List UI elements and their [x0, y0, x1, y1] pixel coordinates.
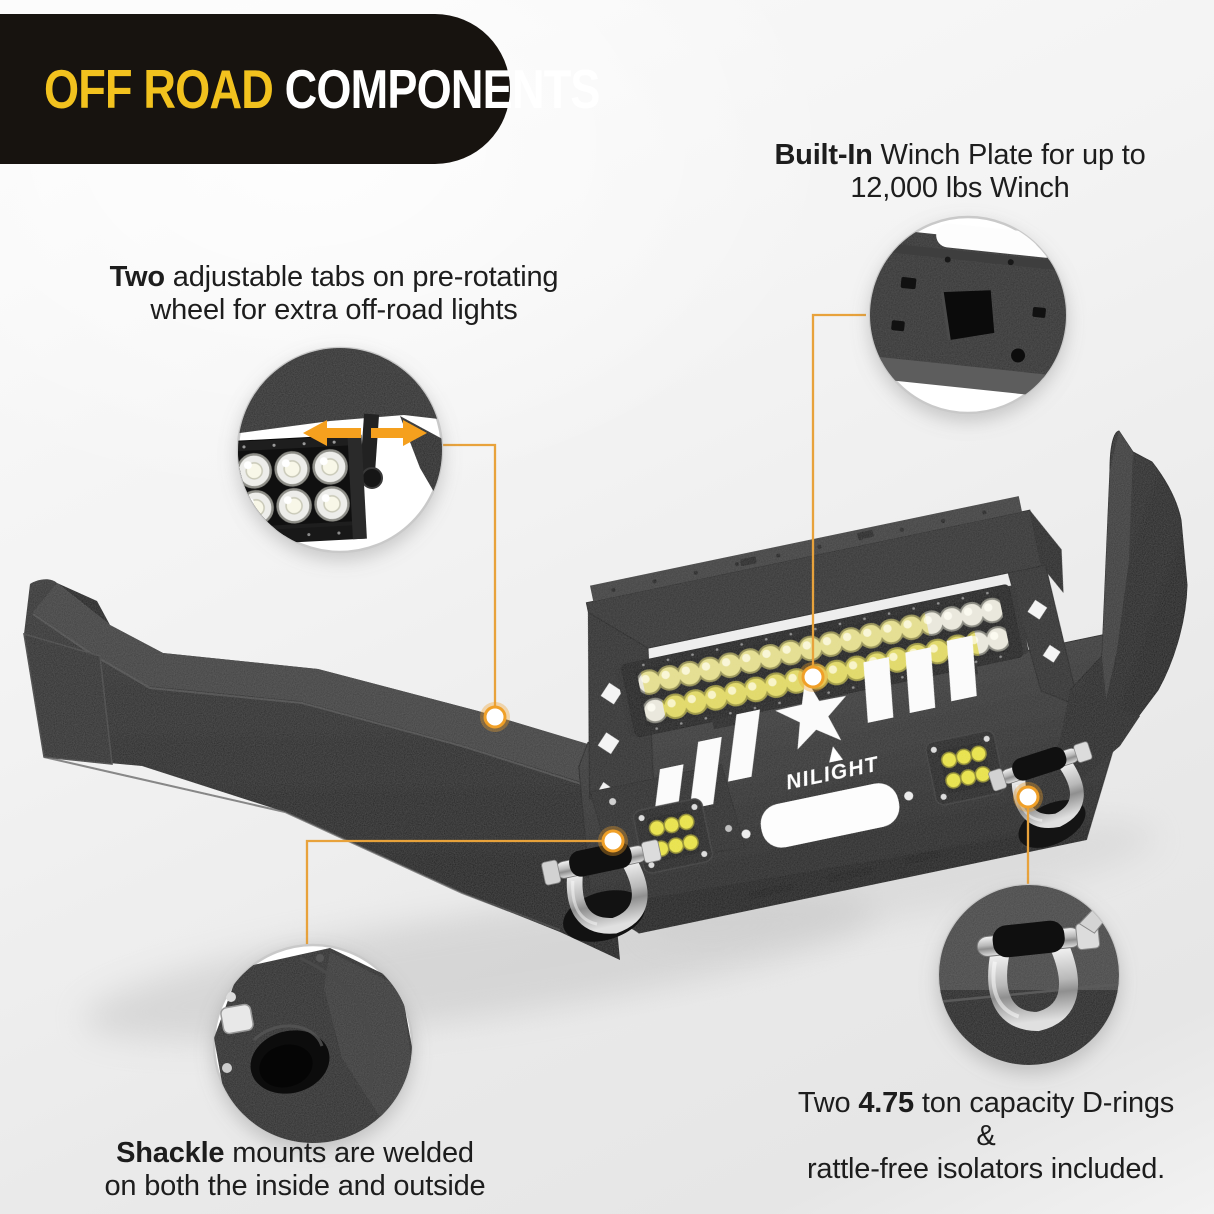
bumper-left-wing: [23, 579, 620, 960]
caption-drings-rest: ton capacity D-rings &: [913, 1087, 1175, 1152]
caption-shackle-mounts: Shackle mounts are welded on both the in…: [73, 1137, 517, 1203]
star-cutout-icon: [775, 677, 847, 750]
caption-shackle-bold: Shackle: [116, 1137, 225, 1169]
title-banner: OFF ROAD COMPONENTS: [0, 14, 601, 164]
callout-dot-icon: [798, 662, 828, 692]
caption-winch-plate: Built-In Winch Plate for up to 12,000 lb…: [760, 139, 1160, 205]
adjust-arrow-left-icon: [303, 420, 361, 446]
winch-plate-cover: [760, 783, 900, 848]
caption-winch-line2: 12,000 lbs Winch: [850, 172, 1070, 204]
led-pod-right: [925, 730, 1006, 806]
caption-tabs-bold: Two: [109, 261, 165, 293]
caption-winch-rest: Winch Plate for up to: [872, 139, 1146, 171]
title-rest: COMPONENTS: [272, 58, 601, 120]
led-pod-left: [632, 798, 714, 874]
caption-drings-pre: Two: [797, 1087, 859, 1119]
callout-lines: [305, 313, 1030, 946]
caption-drings-bold: 4.75: [858, 1087, 914, 1119]
stripe-cutouts: [651, 635, 977, 837]
title-highlight: OFF ROAD: [44, 58, 274, 120]
caption-shackle-line2: on both the inside and outside: [104, 1170, 486, 1202]
callout-circle-winch-plate: [868, 215, 1068, 415]
callout-circle-shackle-mount: [212, 943, 414, 1145]
caption-tabs-rest: adjustable tabs on pre-rotating: [164, 261, 559, 293]
caption-adjustable-tabs: Two adjustable tabs on pre-rotating whee…: [88, 261, 580, 327]
caption-d-rings: Two 4.75 ton capacity D-rings & rattle-f…: [790, 1087, 1182, 1186]
page-title: OFF ROAD COMPONENTS: [44, 57, 601, 121]
caption-shackle-rest: mounts are welded: [224, 1137, 474, 1169]
callout-dot-icon: [1013, 782, 1043, 812]
callout-dot-icon: [598, 826, 628, 856]
d-ring-left: [541, 839, 662, 942]
callout-dot-icon: [480, 702, 510, 732]
callout-circle-light-tabs: [236, 346, 444, 554]
callout-dots: [480, 662, 1043, 856]
caption-winch-bold: Built-In: [774, 139, 873, 171]
led-light-bar: [615, 584, 1029, 738]
caption-tabs-line2: wheel for extra off-road lights: [150, 294, 518, 326]
adjust-arrow-right-icon: [371, 420, 427, 446]
callout-circle-d-ring: [937, 883, 1121, 1067]
bumper-center-fascia: NILIGHT: [578, 496, 1127, 934]
caption-drings-line2: rattle-free isolators included.: [806, 1153, 1166, 1185]
